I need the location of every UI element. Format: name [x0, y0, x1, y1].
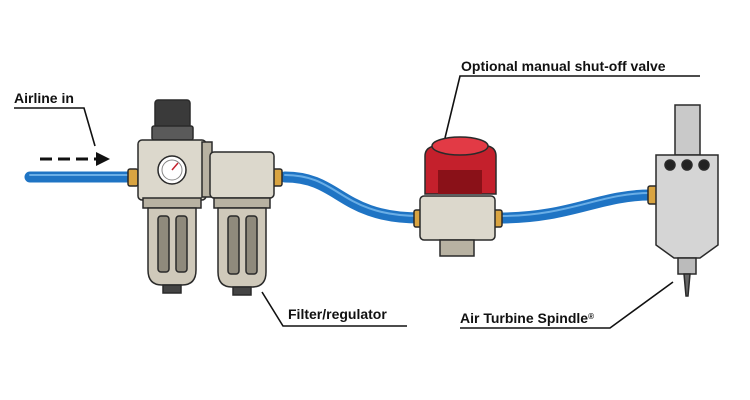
hose-filter-to-valve	[279, 171, 426, 224]
air-hoses	[24, 171, 656, 224]
spindle-label-group: Air Turbine Spindle®	[460, 310, 594, 326]
valve-red-cap	[431, 136, 489, 156]
air-turbine-spindle	[647, 104, 719, 297]
filter-regulator-label: Filter/regulator	[288, 306, 387, 322]
spindle-shank	[674, 104, 701, 156]
valve-leader	[444, 75, 700, 139]
hose-valve-to-spindle	[494, 189, 656, 224]
filter-body	[209, 151, 275, 199]
filter-regulator-unit	[127, 99, 283, 296]
regulator-knob	[154, 99, 191, 129]
airline-in-label: Airline in	[14, 90, 74, 106]
leader-lines	[14, 75, 700, 329]
spindle-port-2	[681, 159, 693, 171]
spindle-port-3	[698, 159, 710, 171]
hose-valve-to-spindle-highlight	[499, 192, 651, 217]
registered-mark: ®	[588, 312, 594, 321]
hose-filter-to-valve-highlight	[284, 174, 421, 217]
filter-bowl	[217, 207, 267, 288]
spindle-tool-bit	[683, 273, 691, 297]
valve-body	[419, 195, 496, 241]
airline-leader	[14, 107, 96, 147]
shut-off-valve	[413, 136, 503, 257]
spindle-body	[655, 154, 719, 259]
pressure-gauge-icon	[157, 155, 187, 185]
flow-arrow-icon	[40, 152, 110, 166]
spindle-label: Air Turbine Spindle	[460, 310, 589, 326]
inlet-fitting	[127, 168, 139, 187]
regulator-bowl	[147, 207, 197, 286]
spindle-leader	[460, 281, 674, 329]
shut-off-valve-label: Optional manual shut-off valve	[461, 58, 666, 74]
spindle-port-1	[664, 159, 676, 171]
filter-leader	[261, 291, 407, 327]
